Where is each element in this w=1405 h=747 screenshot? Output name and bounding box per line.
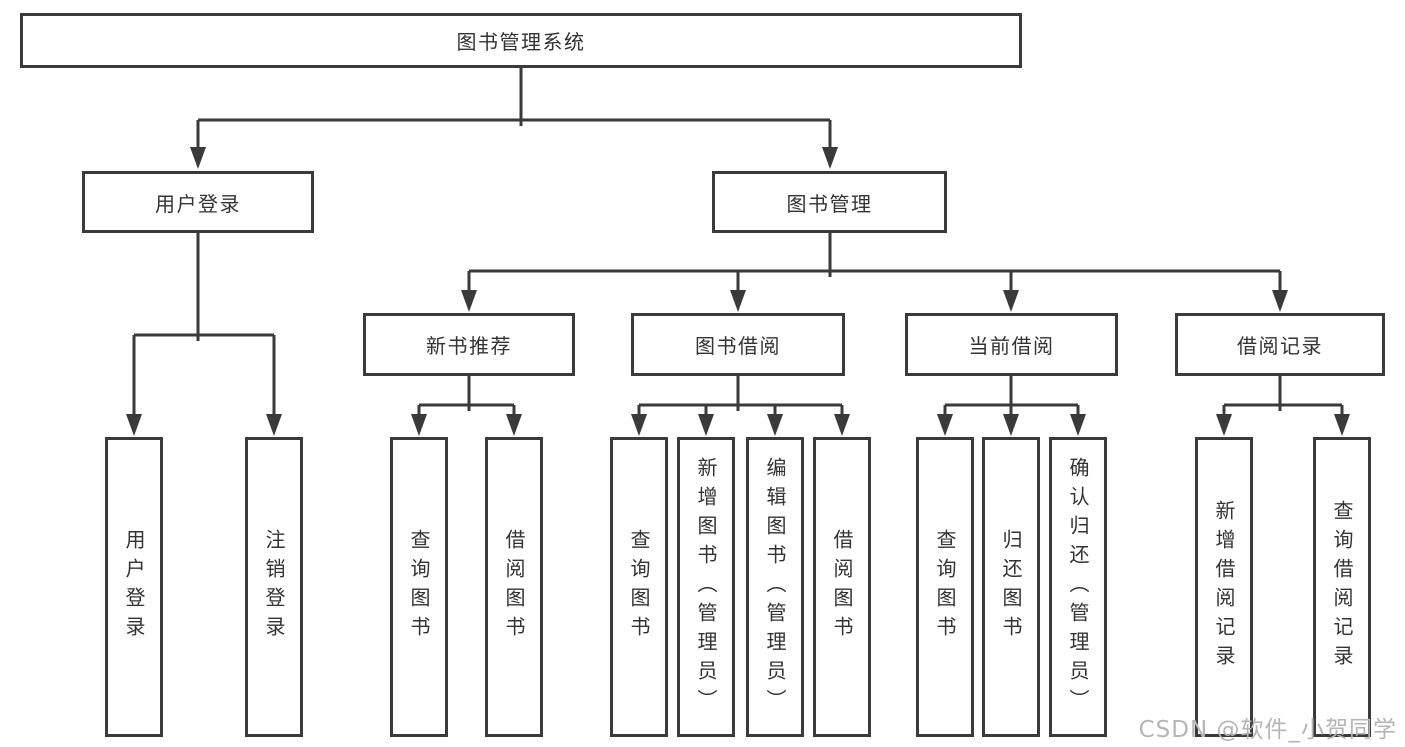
leaf-return-book: 归还图书 <box>982 437 1040 737</box>
leaf-borrow-edit-book: 编辑图书（管理员） <box>746 437 804 737</box>
leaf-newbook-query-label: 查询图书 <box>407 529 431 645</box>
node-user-login: 用户登录 <box>82 171 314 233</box>
leaf-confirm-return-label: 确认归还（管理员） <box>1066 456 1090 718</box>
connectors-root <box>190 68 838 169</box>
leaf-borrow-edit-book-label: 编辑图书（管理员） <box>763 456 787 718</box>
connectors-book-management <box>461 233 1288 312</box>
node-current-borrow-label: 当前借阅 <box>968 334 1055 358</box>
leaf-confirm-return: 确认归还（管理员） <box>1049 437 1107 737</box>
node-book-management: 图书管理 <box>712 171 947 233</box>
connectors-book-borrow <box>631 376 850 436</box>
leaf-logout-label: 注销登录 <box>262 529 286 645</box>
leaf-user-login-label: 用户登录 <box>122 529 146 645</box>
watermark: CSDN @软件_小贺同学 <box>1138 717 1397 743</box>
leaf-return-book-label: 归还图书 <box>999 529 1023 645</box>
node-library-system-label: 图书管理系统 <box>456 30 586 54</box>
connectors-new-book-recommend <box>411 376 522 436</box>
node-book-management-label: 图书管理 <box>786 191 873 216</box>
node-library-system: 图书管理系统 <box>20 13 1022 68</box>
leaf-user-login: 用户登录 <box>105 437 163 737</box>
node-user-login-label: 用户登录 <box>155 191 241 216</box>
leaf-borrow-book: 借阅图书 <box>813 437 871 737</box>
node-current-borrow: 当前借阅 <box>905 313 1118 376</box>
connectors-current-borrow <box>937 376 1086 436</box>
leaf-borrow-query: 查询图书 <box>610 437 668 737</box>
leaf-borrow-book-label: 借阅图书 <box>830 529 854 645</box>
leaf-query-borrow-record-label: 查询借阅记录 <box>1330 500 1354 674</box>
node-book-borrow-label: 图书借阅 <box>695 334 781 358</box>
node-book-borrow: 图书借阅 <box>631 313 845 376</box>
connectors-user-login <box>126 233 282 436</box>
node-borrow-records-label: 借阅记录 <box>1237 334 1323 358</box>
leaf-borrow-add-book: 新增图书（管理员） <box>677 437 735 737</box>
leaf-borrow-add-book-label: 新增图书（管理员） <box>694 456 718 718</box>
leaf-newbook-query: 查询图书 <box>390 437 448 737</box>
leaf-add-borrow-record: 新增借阅记录 <box>1195 437 1253 737</box>
leaf-newbook-borrow-label: 借阅图书 <box>502 529 526 645</box>
leaf-newbook-borrow: 借阅图书 <box>485 437 543 737</box>
leaf-logout: 注销登录 <box>245 437 303 737</box>
node-borrow-records: 借阅记录 <box>1175 313 1385 376</box>
node-new-book-recommend-label: 新书推荐 <box>426 334 512 358</box>
leaf-current-query-label: 查询图书 <box>933 529 957 645</box>
leaf-current-query: 查询图书 <box>916 437 974 737</box>
node-new-book-recommend: 新书推荐 <box>363 313 575 376</box>
leaf-add-borrow-record-label: 新增借阅记录 <box>1212 500 1236 674</box>
leaf-borrow-query-label: 查询图书 <box>627 529 651 645</box>
leaf-query-borrow-record: 查询借阅记录 <box>1313 437 1371 737</box>
connectors-borrow-records <box>1216 376 1350 436</box>
